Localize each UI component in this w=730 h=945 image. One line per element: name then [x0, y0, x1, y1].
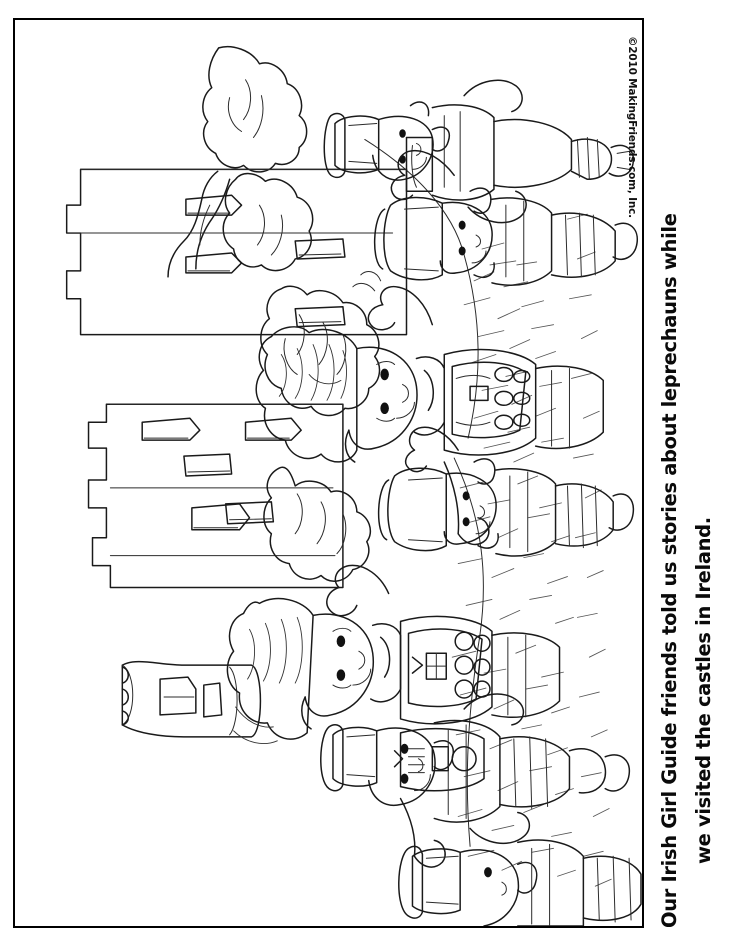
castle-keep-windows	[185, 194, 346, 328]
caption: Our Irish Girl Guide friends told us sto…	[653, 18, 721, 928]
bush	[260, 285, 381, 417]
girl-guide-with-curly-hair	[255, 271, 604, 546]
grass-field	[364, 138, 612, 887]
leprechaun-cap-middle	[377, 426, 635, 557]
tree	[167, 45, 314, 278]
illustration-frame: ©2010 MakingFriends.com, Inc.	[13, 18, 644, 928]
copyright-notice: ©2010 MakingFriends.com, Inc.	[626, 36, 638, 218]
coloring-illustration	[65, 45, 642, 926]
caption-line-1: Our Irish Girl Guide friends told us sto…	[658, 213, 681, 928]
castle-keep	[65, 136, 434, 336]
round-tower	[121, 660, 262, 738]
leprechaun-top-hat-upper	[323, 79, 635, 224]
leprechaun-top-hat-lower	[320, 693, 631, 844]
castle-wall-windows	[141, 417, 302, 531]
badge-group-upper	[469, 366, 531, 430]
badge-group-lower	[425, 631, 491, 699]
leprechaun-cap-upper	[373, 149, 638, 286]
bush-lower	[263, 466, 371, 582]
castle-wall	[87, 403, 344, 589]
leprechaun-top-hat-bottom	[398, 839, 642, 926]
caption-line-2: we visited the castles in Ireland.	[692, 517, 715, 864]
girl-guide-with-straight-hair	[226, 564, 561, 868]
